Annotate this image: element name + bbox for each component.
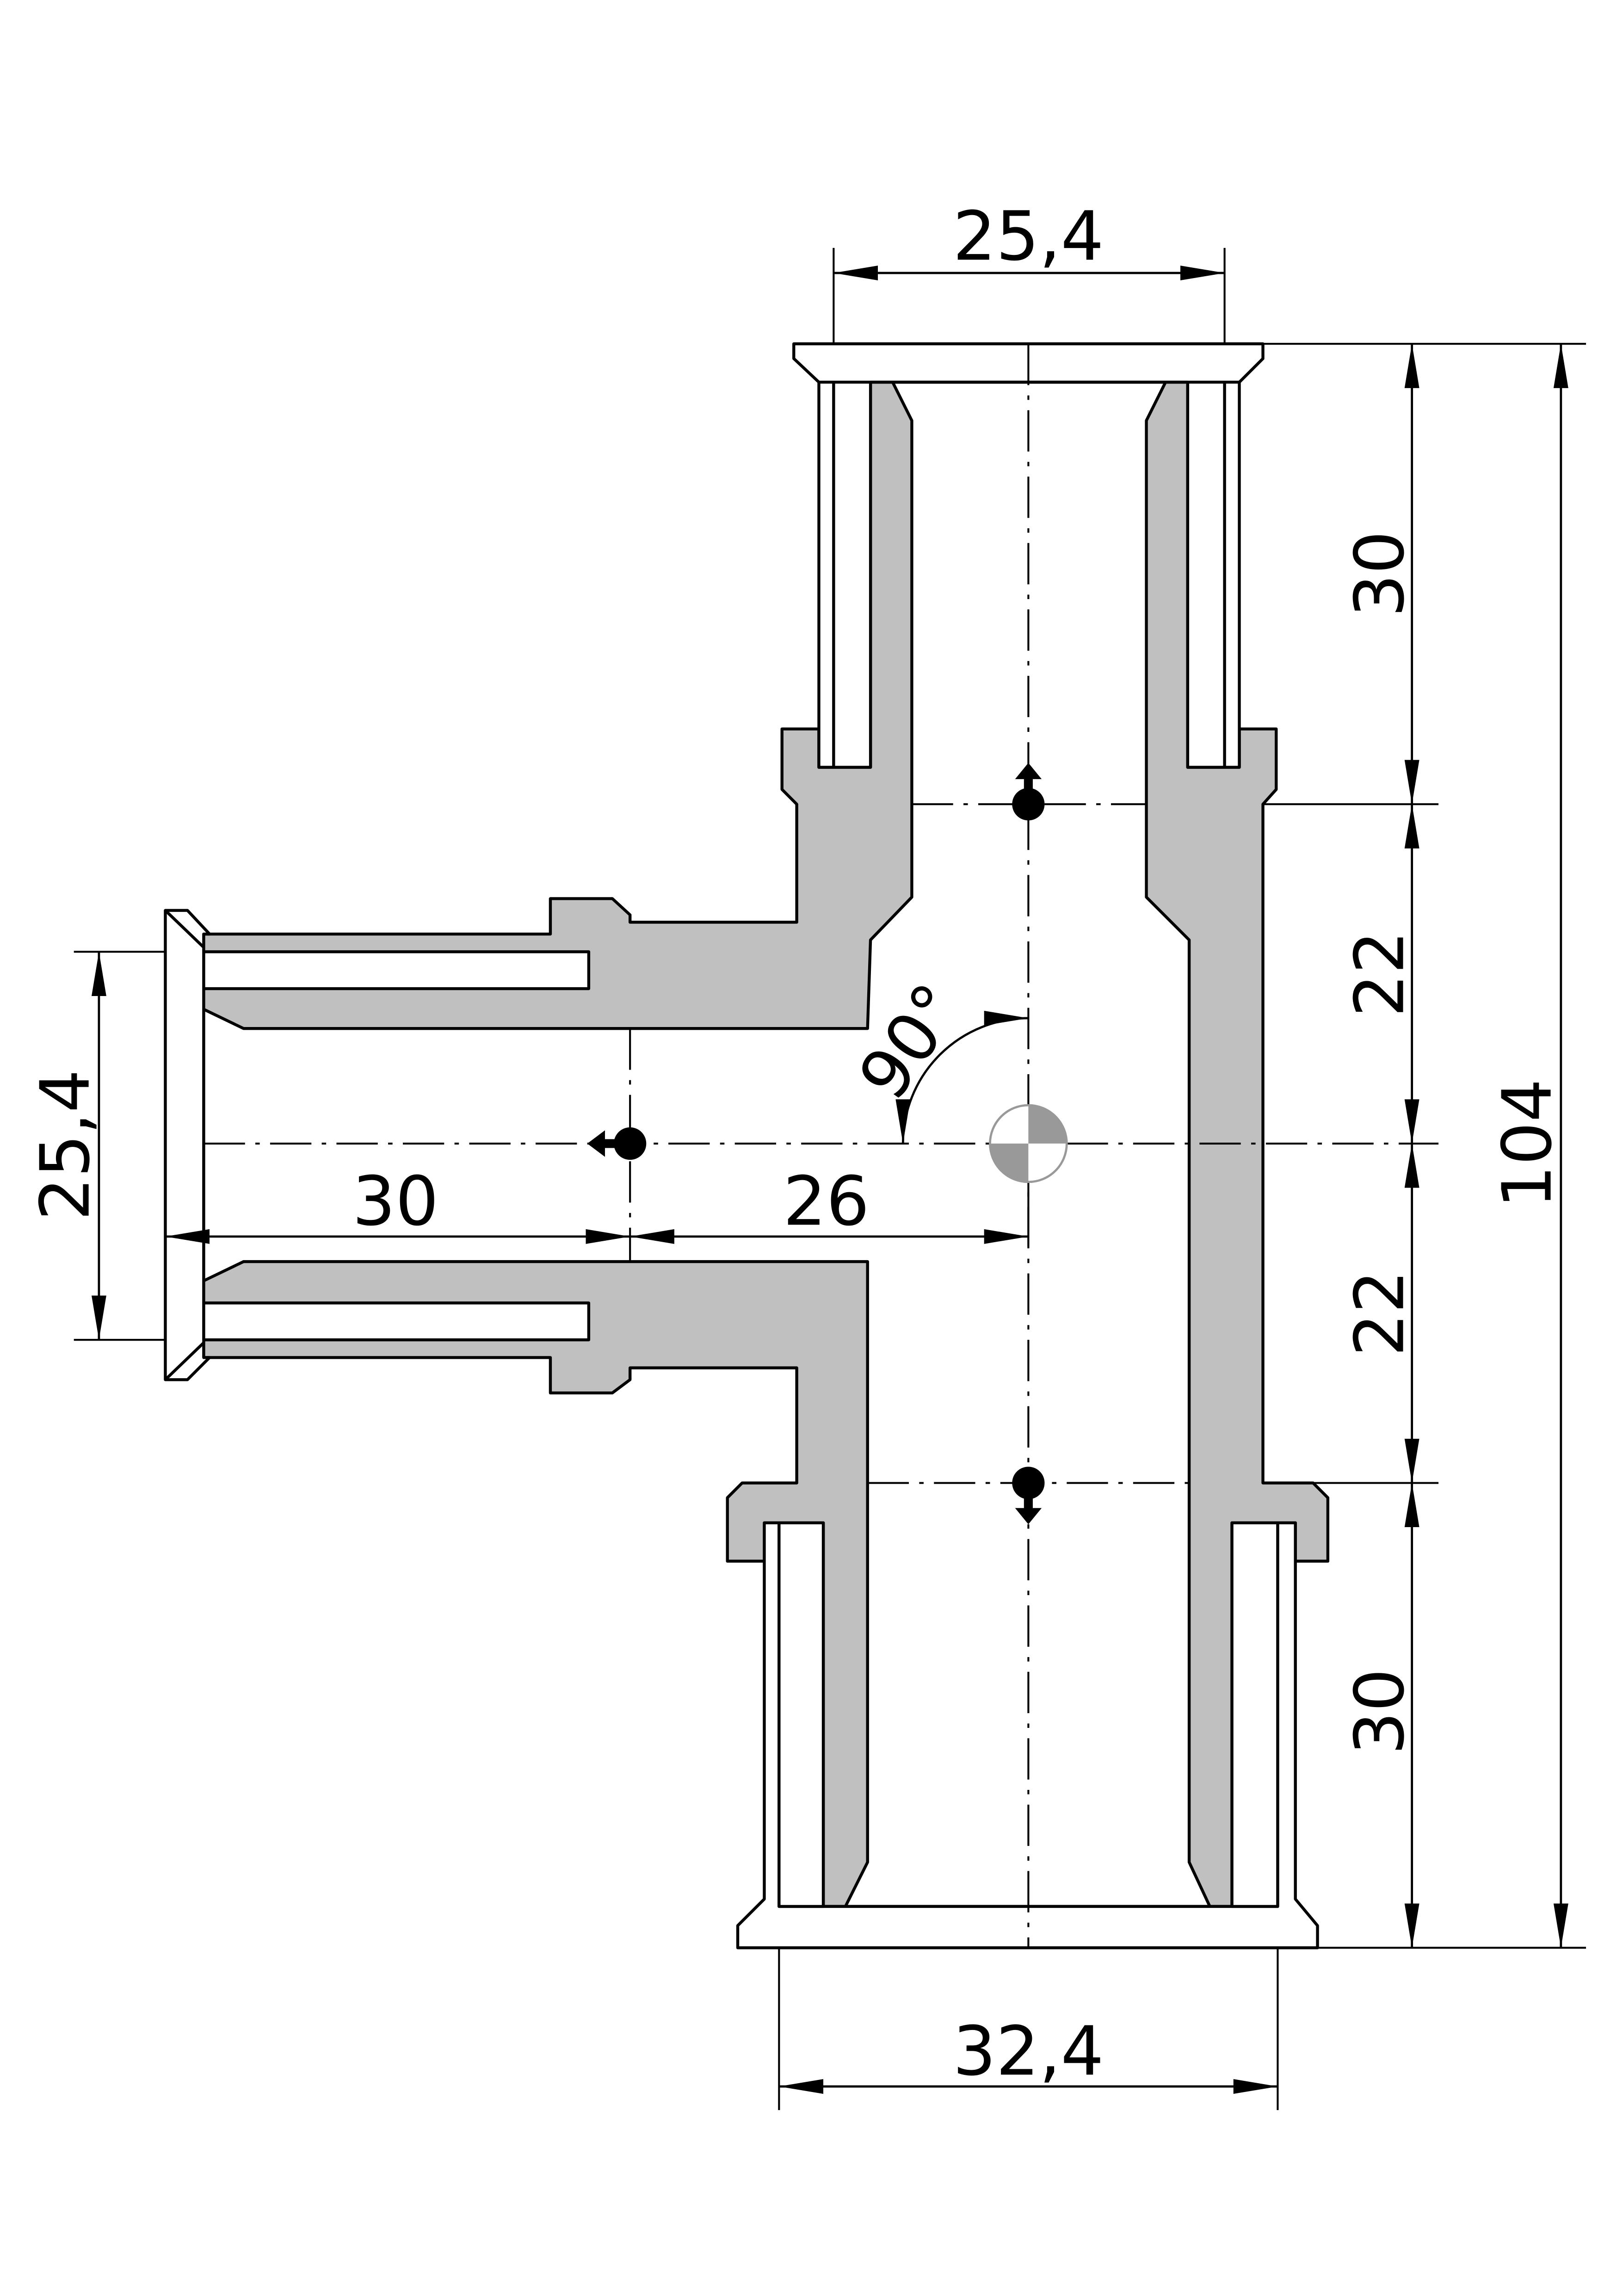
flow-marker-left-icon xyxy=(587,1127,647,1160)
dim-bottom-length: 30 xyxy=(1340,1669,1419,1755)
dim-top-length: 30 xyxy=(1340,531,1419,617)
flow-marker-up-icon xyxy=(1012,763,1045,821)
dim-left-length: 30 xyxy=(352,1162,439,1241)
dim-bottom-diameter: 32,4 xyxy=(953,2012,1104,2091)
dim-left-center: 26 xyxy=(783,1162,870,1241)
flow-marker-down-icon xyxy=(1012,1467,1045,1524)
center-mark-symbol xyxy=(989,1104,1068,1183)
dim-overall-height: 104 xyxy=(1487,1079,1567,1208)
left-press-sleeve xyxy=(164,909,591,1381)
dim-lower-center: 22 xyxy=(1340,1270,1419,1356)
dim-left-diameter: 25,4 xyxy=(26,1070,105,1221)
dim-upper-center: 22 xyxy=(1340,931,1419,1017)
dim-top-diameter: 25,4 xyxy=(953,197,1104,276)
dimension-lines xyxy=(91,266,1568,2094)
bottom-press-sleeve xyxy=(736,1521,1319,1949)
